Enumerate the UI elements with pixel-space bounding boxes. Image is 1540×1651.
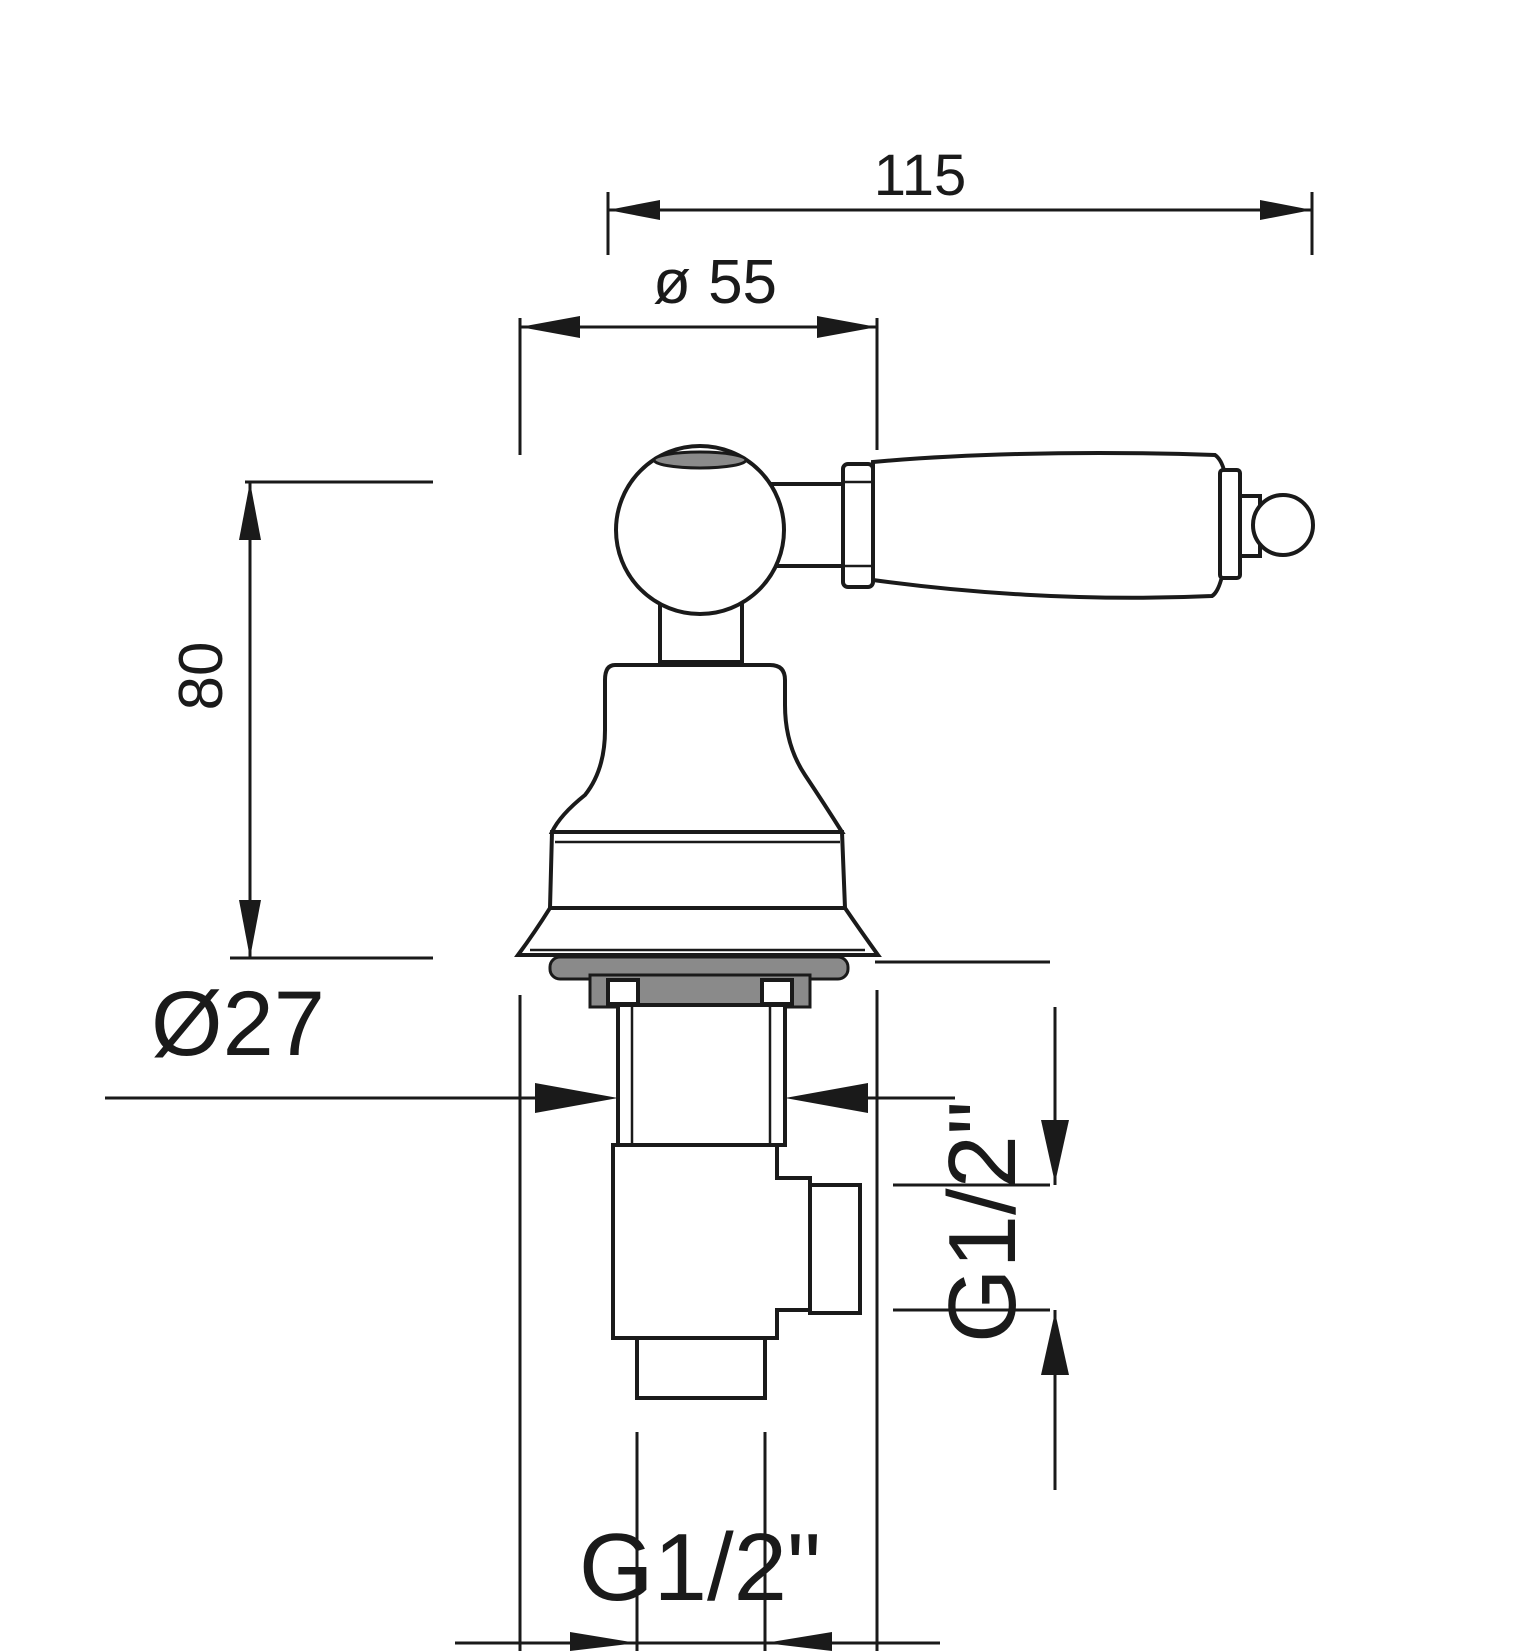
dimension-stem-diameter: Ø27	[105, 973, 955, 1113]
dimension-label-55: ø 55	[653, 248, 777, 317]
lower-valve-body	[611, 1143, 862, 1400]
dimension-label-80: 80	[167, 642, 236, 711]
lever-handle	[770, 450, 1315, 600]
dimension-label-side-thread: G1/2"	[929, 1101, 1036, 1343]
mounting-flange	[548, 955, 850, 1009]
dimension-overall-width: 115	[606, 143, 1314, 255]
dimension-label-bottom-thread: G1/2"	[579, 1514, 821, 1621]
dimension-height: 80	[167, 480, 433, 960]
dimension-bottom-thread: G1/2"	[455, 1432, 940, 1651]
dimension-handle-diameter: ø 55	[518, 248, 879, 455]
handle-hub	[614, 444, 786, 664]
stem-extension-lines	[518, 990, 879, 1651]
dimension-label-115: 115	[874, 143, 966, 208]
valve-stem	[616, 1003, 787, 1147]
valve-body	[514, 663, 882, 957]
dimension-label-27: Ø27	[151, 973, 325, 1075]
dimension-side-thread: G1/2"	[875, 960, 1069, 1490]
